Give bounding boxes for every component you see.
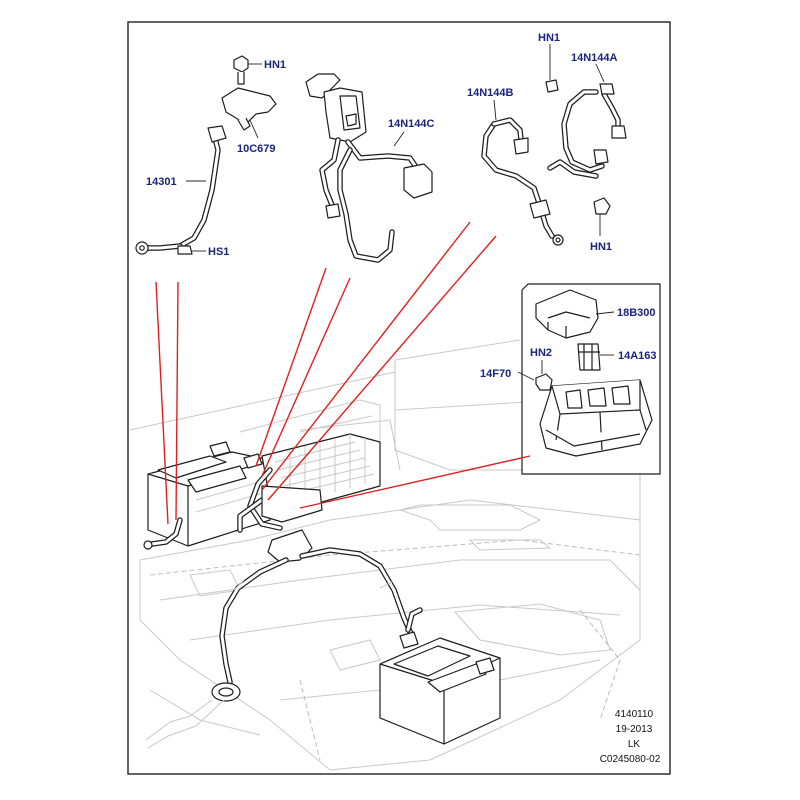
rear-battery: [379, 607, 501, 745]
callout-14a163: 14A163: [618, 350, 657, 362]
battery-terminal-icon: [209, 441, 231, 457]
cable-14n144c-assembly: [305, 73, 433, 263]
reference-line-3: LK: [628, 739, 641, 750]
main-cable-run: [143, 467, 415, 749]
callout-18b300: 18B300: [617, 307, 656, 319]
callout-labels: HN1 10C679 14301 HS1 14N144C HN1 14N144A…: [146, 32, 657, 380]
nut-hn1-icon: [593, 197, 611, 215]
callout-hn1-top-right: HN1: [538, 32, 560, 44]
callout-14n144b: 14N144B: [467, 87, 514, 99]
reference-line-1: 4140110: [615, 709, 654, 720]
callout-hn2: HN2: [530, 347, 552, 359]
cable-14n144-ab-assembly: [481, 79, 627, 246]
callout-hn1-right: HN1: [590, 241, 612, 253]
stud-icon: [237, 72, 245, 85]
callout-14301: 14301: [146, 176, 177, 188]
terminal-clamp-icon: [221, 87, 277, 125]
callout-10c679: 10C679: [237, 143, 276, 155]
callout-14n144a: 14N144A: [571, 52, 618, 64]
fuse-box-detail: [521, 283, 661, 475]
nut-hn1-icon: [545, 79, 559, 93]
callout-14n144c: 14N144C: [388, 118, 435, 130]
callout-hs1: HS1: [208, 246, 229, 258]
terminal-boot-icon: [403, 163, 433, 199]
bolt-hs1-icon: [177, 245, 193, 255]
reference-block: 4140110 19-2013 LK C0245080-02: [600, 709, 661, 765]
callout-leaders: [186, 44, 615, 381]
cabin-ghost-lines: [239, 399, 381, 470]
callout-hn1-top-left: HN1: [264, 59, 286, 71]
battery-ground-cable-assembly: [135, 55, 277, 255]
vehicle-body-ghost: [129, 339, 661, 771]
callout-14f70: 14F70: [480, 368, 511, 380]
battery-terminal-icon: [475, 657, 495, 675]
reference-line-4: C0245080-02: [600, 754, 661, 765]
nut-hn2-icon: [535, 373, 553, 391]
fuse-box-installed-icon: [261, 485, 323, 523]
battery-terminal-icon: [399, 631, 419, 649]
red-leader-lines: [155, 221, 531, 525]
relay-icon: [577, 343, 601, 371]
reference-line-2: 19-2013: [616, 724, 653, 735]
battery-terminal-icon: [243, 453, 263, 469]
nut-hn1-icon: [233, 55, 249, 73]
